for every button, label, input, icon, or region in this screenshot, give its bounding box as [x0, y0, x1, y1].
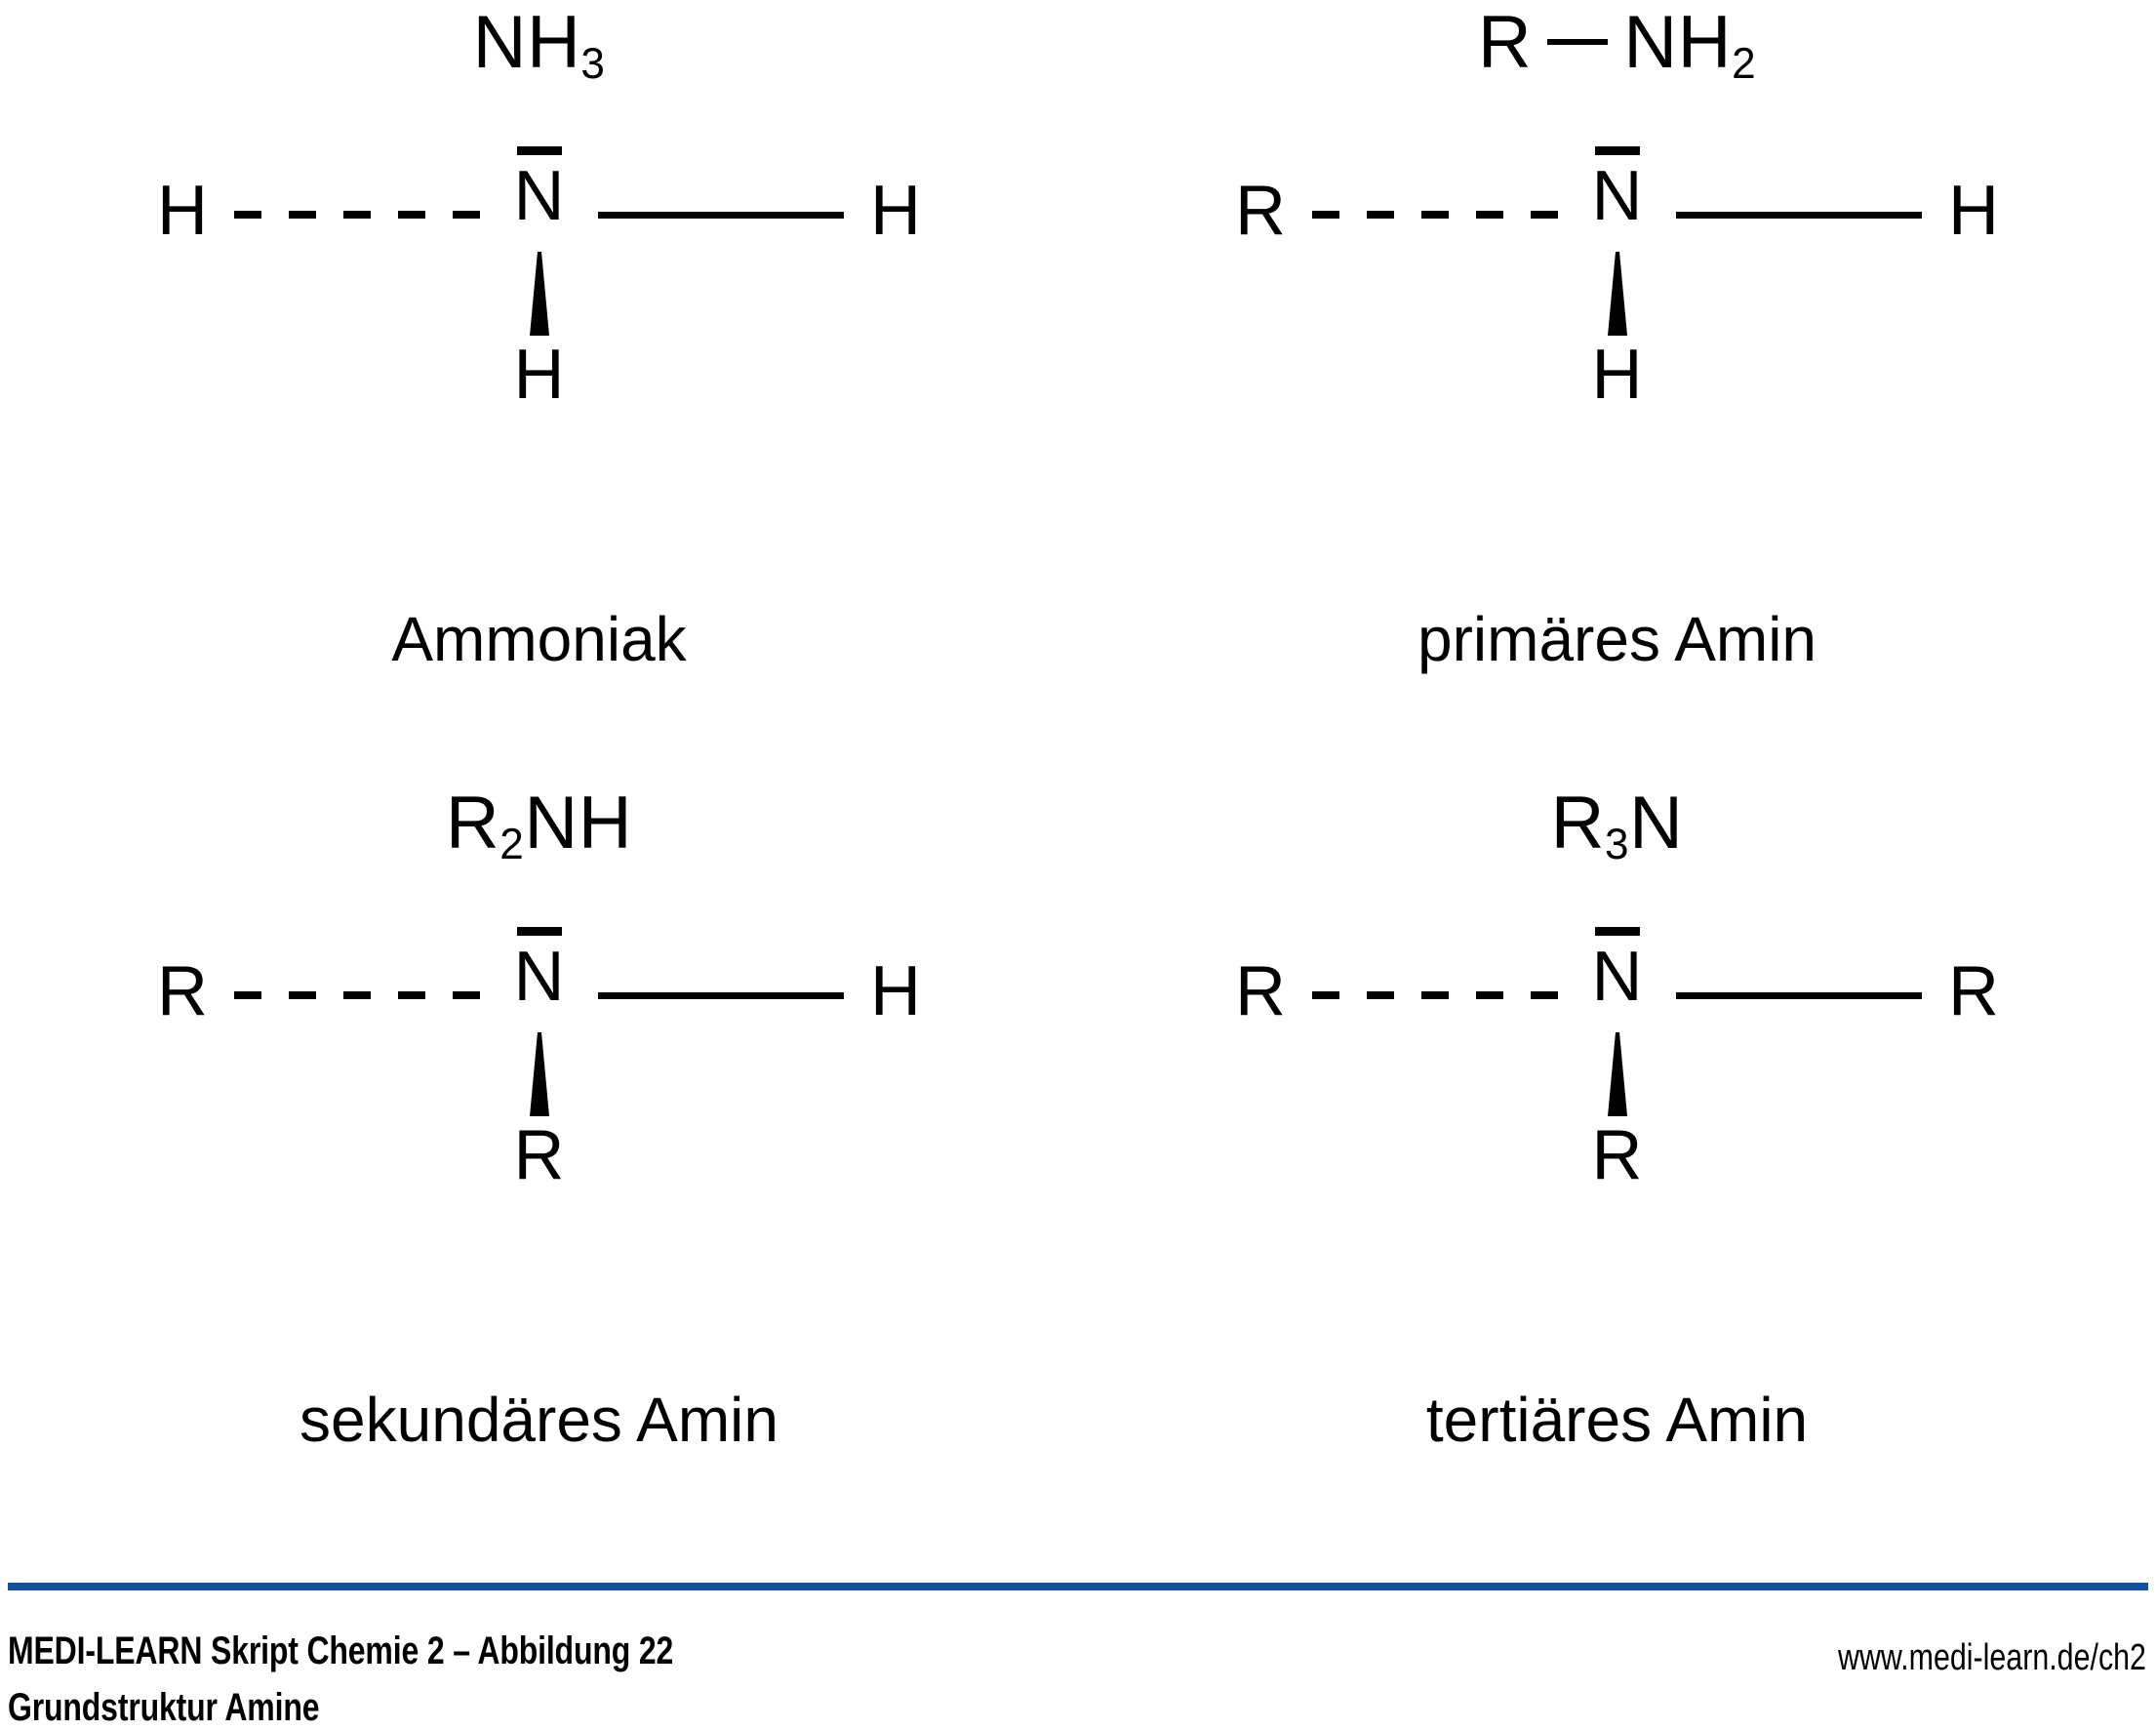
atom-label: N [1591, 157, 1643, 235]
center-nitrogen-atom: N [1574, 927, 1661, 1012]
structure-tertiaeres-amin: R N R R [1078, 927, 2156, 1190]
substituent-left: R [1235, 952, 1286, 1030]
footer-divider [8, 1583, 2148, 1590]
footer-url: www.medi-learn.de/ch2 [1838, 1637, 2146, 1678]
wedge-bond-icon [1601, 252, 1634, 336]
formula-subscript: 2 [1732, 40, 1757, 89]
structure-ammoniak: H N H H [0, 146, 1078, 410]
substituent-left: R [157, 952, 208, 1030]
substituent-right: H [870, 172, 921, 250]
atom-label: N [513, 157, 565, 235]
center-nitrogen-atom: N [496, 146, 583, 231]
hashed-bond-icon [1312, 991, 1558, 999]
hashed-bond-icon [234, 211, 480, 219]
substituent-bottom: H [1591, 336, 1643, 414]
panel-caption: tertiäres Amin [1425, 1385, 1809, 1455]
solid-bond-icon [598, 992, 844, 999]
figure-footer: MEDI-LEARN Skript Chemie 2 – Abbildung 2… [0, 1561, 2156, 1729]
lone-pair-icon [516, 927, 562, 936]
substituent-right: H [870, 952, 921, 1030]
atom-label: N [513, 938, 565, 1016]
panel-ammoniak: NH3 H N H H Ammoniak [0, 0, 1078, 781]
lone-pair-icon [516, 146, 562, 155]
formula-element: N [1629, 782, 1684, 865]
wedge-bond-icon [523, 252, 556, 336]
substituent-bottom: H [513, 336, 565, 414]
wedge-bond-icon [523, 1032, 556, 1116]
formula-element: NH [1623, 1, 1733, 84]
panel-caption: sekundäres Amin [299, 1385, 779, 1455]
structure-primaeres-amin: R N H H [1078, 146, 2156, 410]
lone-pair-icon [1594, 146, 1640, 155]
solid-bond-icon [1676, 992, 1922, 999]
panel-caption: Ammoniak [391, 604, 687, 674]
condensed-formula-tertiaeres-amin: R3N [1078, 782, 2156, 867]
substituent-bottom: R [513, 1116, 565, 1194]
formula-element: R [1550, 782, 1605, 865]
substituent-right: R [1948, 952, 1999, 1030]
formula-element: H [526, 1, 581, 84]
formula-element: R [1477, 1, 1533, 84]
solid-bond-icon [1676, 212, 1922, 219]
condensed-formula-ammoniak: NH3 [0, 1, 1078, 87]
substituent-left: R [1235, 172, 1286, 250]
footer-title: MEDI-LEARN Skript Chemie 2 – Abbildung 2… [8, 1629, 674, 1672]
formula-element: NH [524, 782, 633, 865]
center-nitrogen-atom: N [1574, 146, 1661, 231]
panel-caption: primäres Amin [1417, 604, 1817, 674]
center-nitrogen-atom: N [496, 927, 583, 1012]
panel-sekundaeres-amin: R2NH R N H R sekundäres Amin [0, 781, 1078, 1561]
formula-subscript: 3 [1604, 821, 1629, 869]
panel-tertiaeres-amin: R3N R N R R tertiäres Amin [1078, 781, 2156, 1561]
condensed-formula-primaeres-amin: R NH2 [1078, 1, 2156, 87]
substituent-left: H [157, 172, 208, 250]
atom-label: N [1591, 938, 1643, 1016]
substituent-bottom: R [1591, 1116, 1643, 1194]
condensed-formula-sekundaeres-amin: R2NH [0, 782, 1078, 867]
wedge-bond-icon [1601, 1032, 1634, 1116]
structure-sekundaeres-amin: R N H R [0, 927, 1078, 1190]
formula-subscript: 2 [499, 821, 525, 869]
formula-element: N [472, 1, 527, 84]
substituent-right: H [1948, 172, 1999, 250]
hashed-bond-icon [234, 991, 480, 999]
formula-bond-icon [1547, 39, 1609, 46]
lone-pair-icon [1594, 927, 1640, 936]
solid-bond-icon [598, 212, 844, 219]
footer-subtitle: Grundstruktur Amine [8, 1686, 320, 1729]
formula-subscript: 3 [580, 40, 606, 89]
formula-element: R [445, 782, 500, 865]
hashed-bond-icon [1312, 211, 1558, 219]
